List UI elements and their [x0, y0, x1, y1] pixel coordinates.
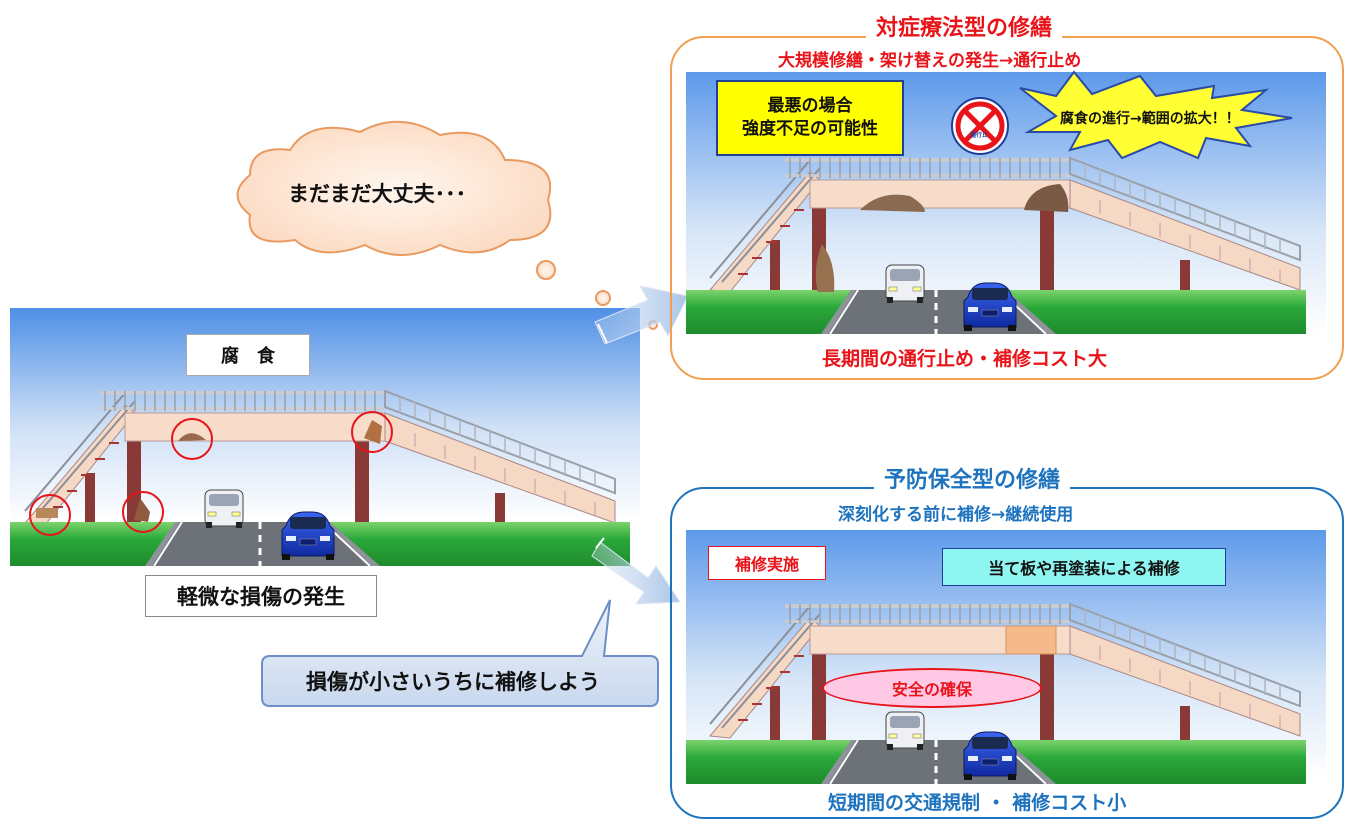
bottom-panel-title: 予防保全型の修繕	[874, 462, 1071, 494]
corrosion-marker-2	[351, 411, 393, 453]
corrosion-marker-3	[122, 491, 164, 533]
callout-text: 損傷が小さいうちに補修しよう	[306, 670, 600, 694]
thought-text: まだまだ大丈夫･･･	[288, 182, 467, 206]
corrosion-tag: 腐 食	[186, 334, 310, 376]
corrosion-marker-1	[171, 418, 213, 460]
bottom-panel-footer: 短期間の交通規制 ・ 補修コスト小	[828, 792, 1127, 814]
safety-ellipse: 安全の確保	[822, 668, 1042, 708]
left-caption: 軽微な損傷の発生	[145, 575, 377, 617]
burst-text: 腐食の進行→範囲の拡大！！	[1060, 111, 1240, 127]
left-scene-illustration	[8, 308, 640, 568]
corrosion-marker-4	[29, 494, 71, 536]
top-panel-subtitle: 大規模修繕・架け替えの発生→通行止め	[778, 51, 1082, 71]
repair-label: 補修実施	[708, 546, 826, 580]
warning-line-1: 最悪の場合	[767, 96, 853, 117]
warning-line-2: 強度不足の可能性	[742, 119, 878, 139]
arrow-to-bottom-panel	[591, 537, 681, 605]
top-panel-title: 対症療法型の修繕	[866, 10, 1063, 42]
thought-cloud	[236, 120, 658, 330]
bottom-panel-frame	[670, 487, 1344, 819]
bottom-panel-subtitle: 深刻化する前に補修→継続使用	[838, 505, 1074, 525]
repair-method-label: 当て板や再塗装による補修	[942, 548, 1226, 586]
speech-callout	[261, 599, 659, 707]
arrow-to-top-panel	[594, 285, 689, 345]
road-closed-sign-text: 通行止	[970, 132, 989, 139]
top-panel-footer: 長期間の通行止め・補修コスト大	[822, 348, 1108, 370]
road-closed-sign-icon	[952, 98, 1008, 154]
warning-box: 最悪の場合 強度不足の可能性	[716, 80, 904, 156]
